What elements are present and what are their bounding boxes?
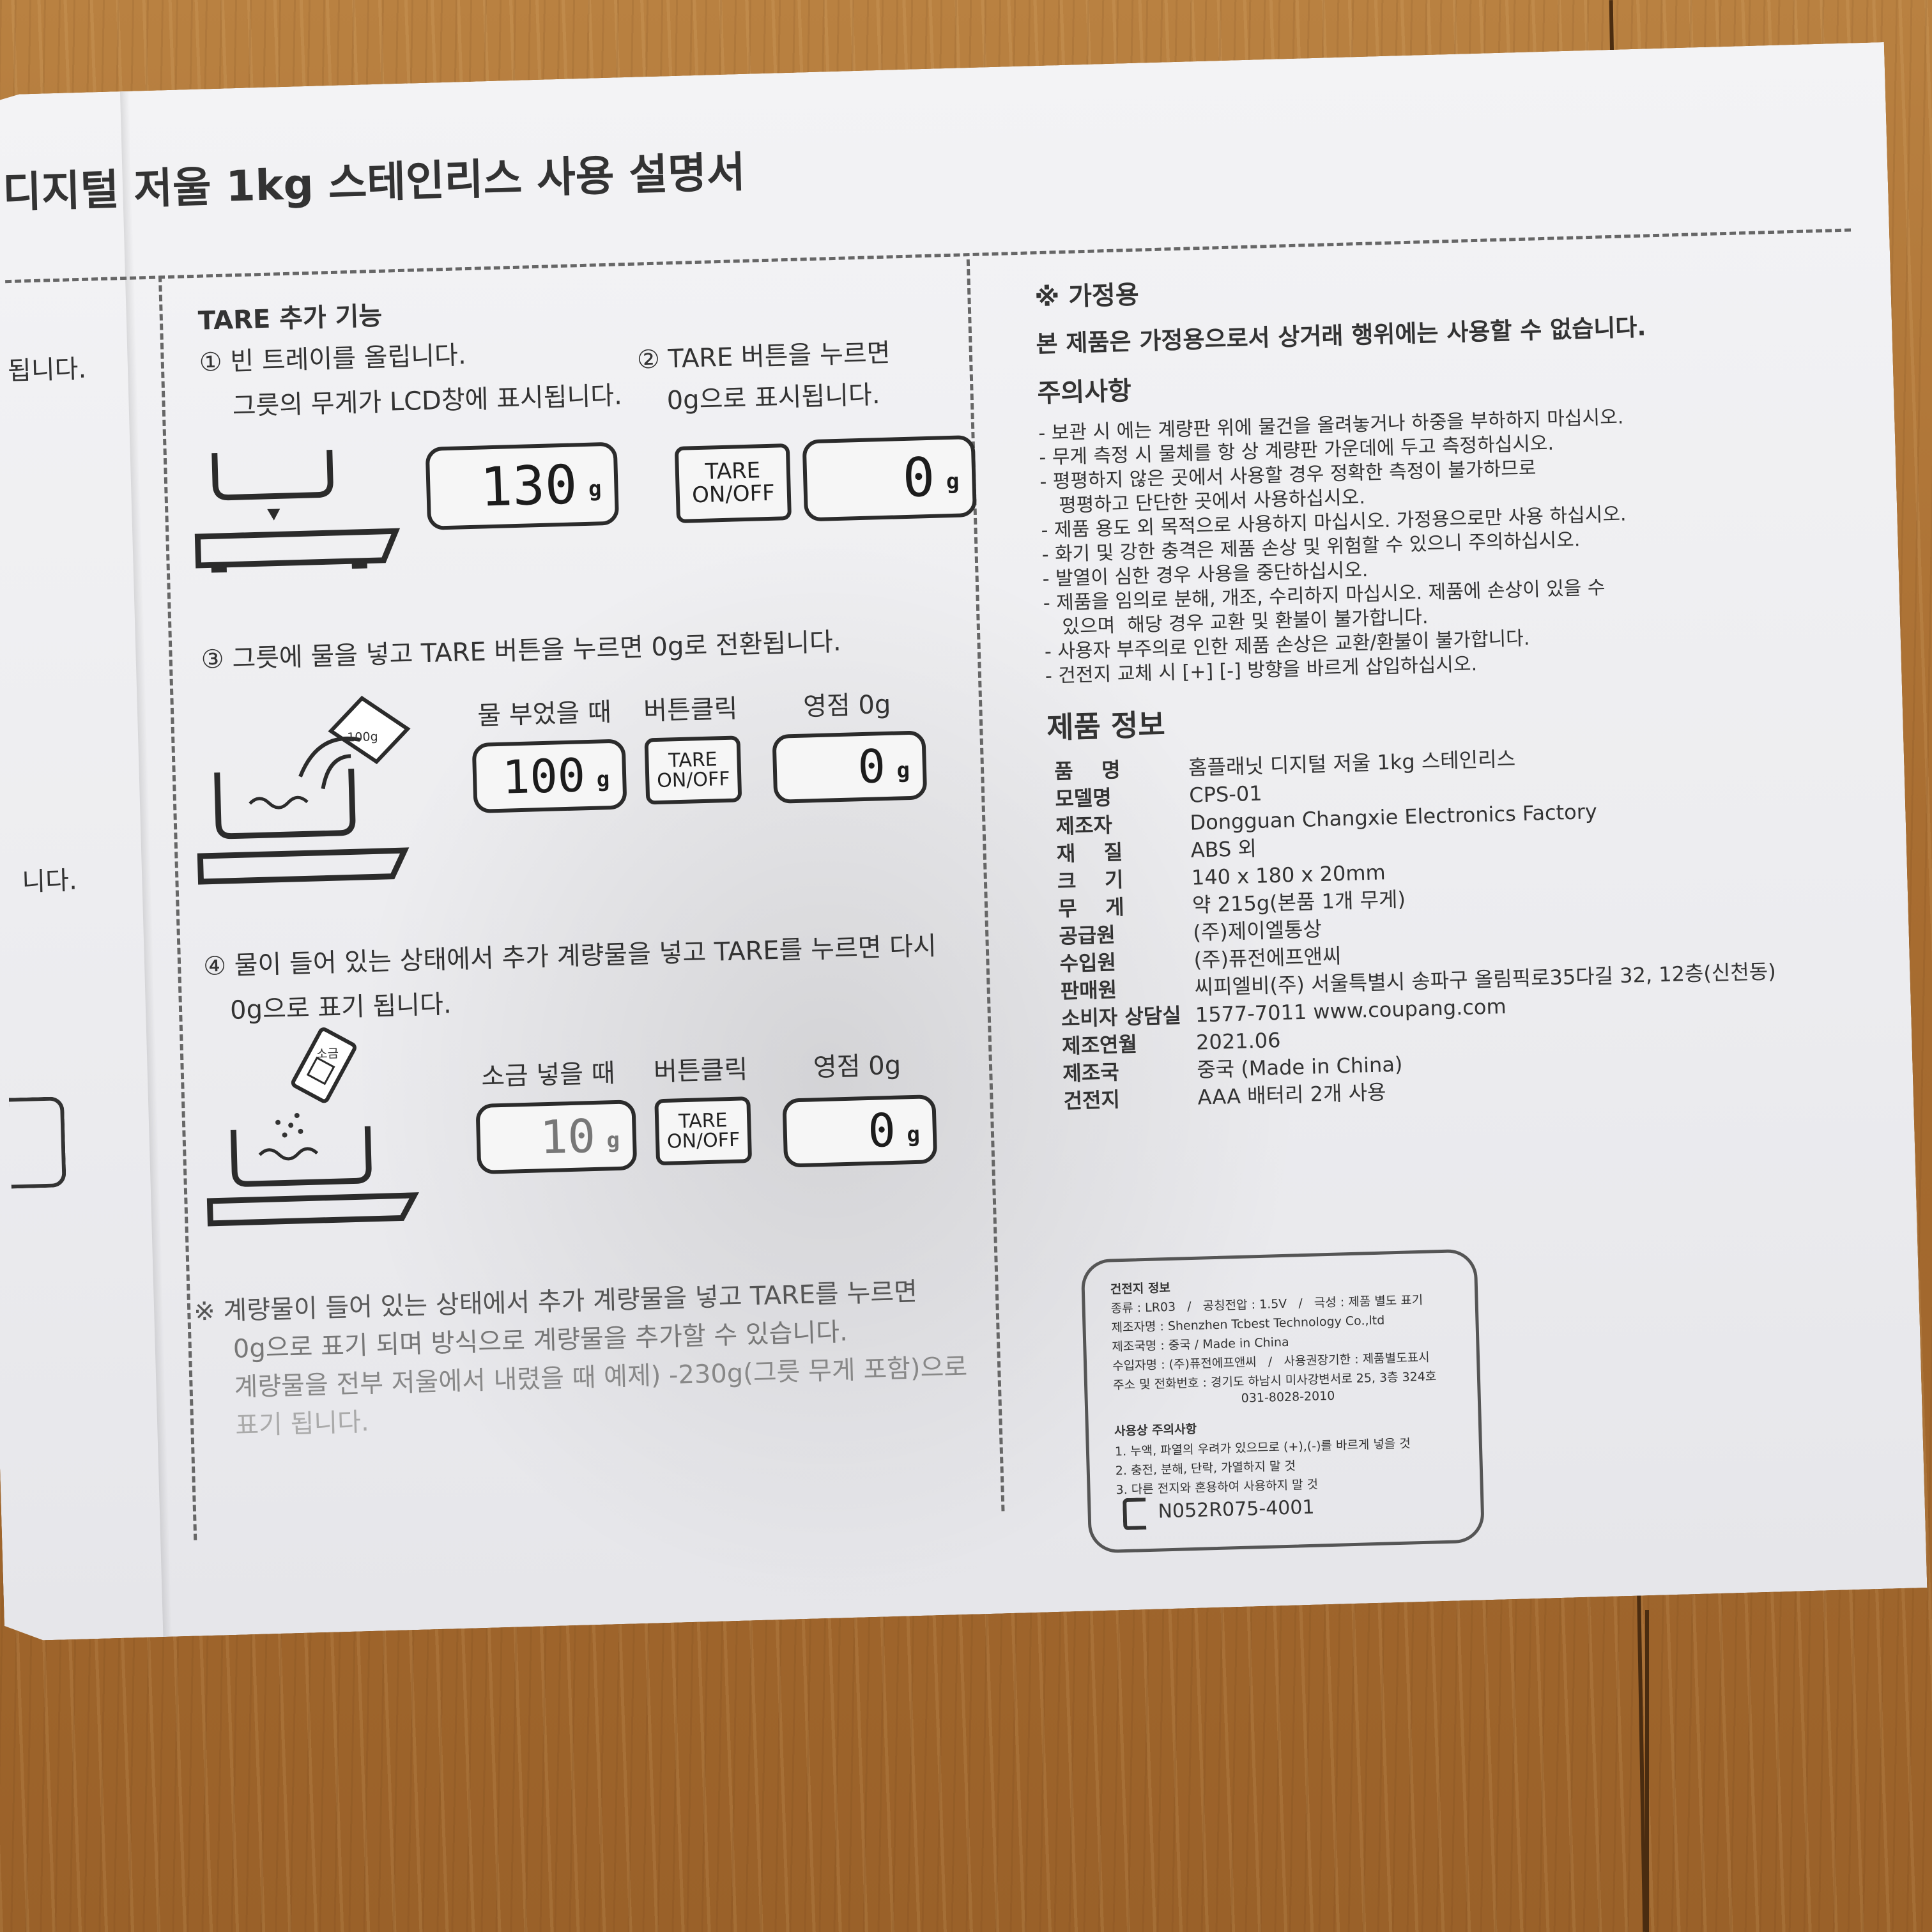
step1-text: 그릇의 무게가 LCD창에 표시됩니다.: [232, 381, 623, 422]
lcd-display: 130 g: [425, 442, 620, 530]
kc-certification-icon: [1123, 1498, 1146, 1530]
battery-usage-item: 2. 충전, 분해, 단락, 가열하지 말 것: [1115, 1459, 1296, 1478]
label-click: 버튼클릭: [653, 1055, 748, 1087]
paper-fold: [120, 91, 172, 1637]
tare-button[interactable]: TARE ON/OFF: [654, 1096, 752, 1165]
label-click: 버튼클릭: [643, 694, 739, 726]
tare-button[interactable]: TARE ON/OFF: [644, 735, 742, 804]
dashed-divider: [5, 229, 1851, 284]
battery-line: 제조국명 : 중국 / Made in China: [1112, 1335, 1289, 1354]
household-heading: ※ 가정용: [1034, 280, 1140, 313]
label-salt: 소금 넣을 때: [480, 1059, 616, 1092]
tare-button-label: ON/OFF: [656, 767, 730, 793]
scale-with-tray-icon: [189, 441, 410, 575]
salt-label: 소금: [316, 1046, 339, 1062]
left-cut-text: 됩니다.: [7, 354, 87, 387]
cautions-heading: 주의사항: [1037, 376, 1132, 409]
lcd-display: 0 g: [772, 730, 927, 804]
lcd-unit: g: [606, 1127, 620, 1154]
battery-usage-title: 사용상 주의사항: [1114, 1422, 1197, 1439]
instruction-manual-sheet: 디지털 저울 1kg 스테인리스 사용 설명서 됩니다. 니다. TARE 추가…: [0, 42, 1927, 1641]
lcd-value: 0: [867, 1103, 896, 1158]
tare-note: 표기 됩니다.: [234, 1407, 370, 1441]
lcd-value: 0: [901, 445, 936, 510]
product-info-value: 홈플래닛 디지털 저울 1kg 스테인리스: [1188, 746, 1516, 780]
tare-heading: TARE 추가 기능: [197, 301, 383, 336]
lcd-display: 100 g: [472, 739, 627, 813]
lcd-display: 10 g: [475, 1100, 637, 1174]
product-info-heading: 제품 정보: [1046, 707, 1166, 745]
lcd-value: 0: [857, 739, 887, 794]
tare-button-label: ON/OFF: [691, 480, 776, 509]
left-cut-box: [9, 1096, 66, 1188]
battery-line: 031-8028-2010: [1241, 1388, 1335, 1406]
household-statement: 본 제품은 가정용으로서 상거래 행위에는 사용할 수 없습니다.: [1035, 313, 1646, 358]
step4-text: 0g으로 표기 됩니다.: [229, 990, 452, 1025]
adding-salt-icon: [192, 1022, 453, 1227]
tare-button-label: ON/OFF: [666, 1128, 740, 1153]
table-seam: [1645, 1610, 1649, 1932]
battery-info-box: 건전지 정보 종류 : LR03 / 공칭전압 : 1.5V / 극성 : 제품…: [1081, 1248, 1485, 1553]
left-cut-text: 니다.: [21, 866, 78, 897]
product-info-value: 2021.06: [1195, 1027, 1281, 1055]
product-info-value: AAA 배터리 2개 사용: [1197, 1080, 1386, 1110]
cup-label: 100g: [346, 730, 378, 745]
cert-number: N052R075-4001: [1158, 1496, 1315, 1523]
battery-usage-item: 3. 다른 전지와 혼용하여 사용하지 말 것: [1116, 1477, 1319, 1498]
step2-text: 0g으로 표시됩니다.: [666, 380, 881, 416]
lcd-display: 0 g: [802, 435, 977, 521]
step1-text: ① 빈 트레이를 올립니다.: [199, 341, 467, 378]
pouring-water-icon: [189, 689, 463, 889]
lcd-value: 100: [501, 748, 586, 804]
lcd-unit: g: [946, 468, 960, 495]
lcd-unit: g: [596, 767, 610, 793]
lcd-unit: g: [896, 757, 910, 784]
label-water: 물 부었을 때: [477, 697, 612, 731]
lcd-value: 130: [479, 453, 578, 519]
product-info-value: 약 215g(본품 1개 무게): [1192, 887, 1406, 917]
step2-text: ② TARE 버튼을 누르면: [636, 338, 891, 375]
lcd-value: 10: [539, 1108, 597, 1165]
label-zero: 영점 0g: [813, 1050, 901, 1083]
battery-title: 건전지 정보: [1110, 1280, 1171, 1297]
label-zero: 영점 0g: [802, 689, 891, 722]
tare-button[interactable]: TARE ON/OFF: [675, 443, 792, 523]
lcd-display: 0 g: [782, 1094, 937, 1168]
product-info-key: 건전지: [1063, 1087, 1121, 1114]
lcd-unit: g: [906, 1121, 921, 1148]
product-info-value: CPS-01: [1188, 781, 1263, 808]
product-info-value: Dongguan Changxie Electronics Factory: [1189, 799, 1598, 835]
cautions-list: - 보관 시 에는 계량판 위에 물건을 올려놓거나 하중을 부하하지 마십시오…: [1038, 396, 1812, 684]
product-info-value: ABS 외: [1190, 836, 1257, 862]
lcd-unit: g: [588, 476, 602, 502]
product-info-value: 1577-7011 www.coupang.com: [1195, 994, 1507, 1027]
manual-title: 디지털 저울 1kg 스테인리스 사용 설명서: [2, 147, 746, 218]
